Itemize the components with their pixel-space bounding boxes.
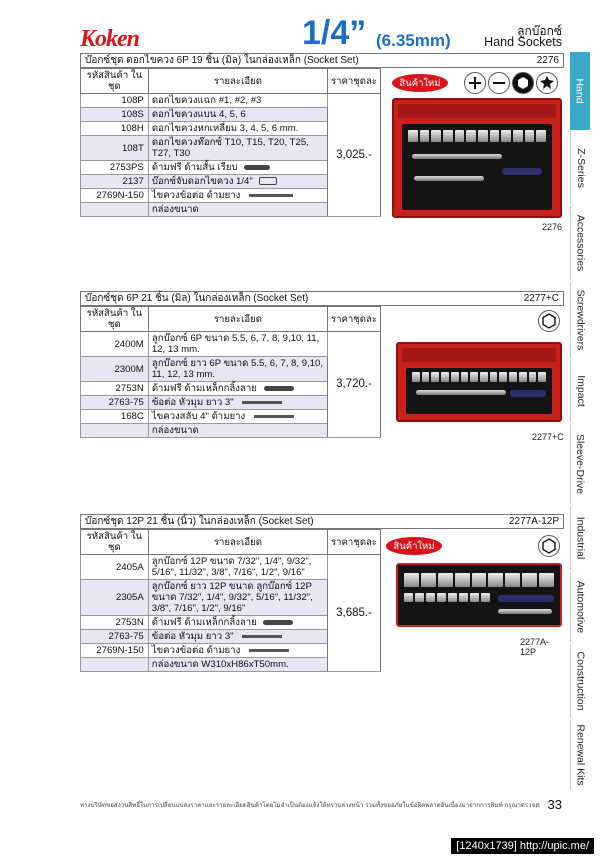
section-header: บ๊อกซ์ชุด ดอกไขควง 6P 19 ชิ้น (มิล) ในกล… <box>80 53 564 68</box>
product-photo-2277c <box>396 342 562 422</box>
set-code: 2276 <box>536 55 559 66</box>
table-row: 2753N ด้ามฟรี ด้ามเหล็กกลิ้งลาย <box>80 615 381 630</box>
header-desc: รายละเอียด <box>147 306 329 332</box>
torx-icon <box>536 72 558 94</box>
table-row: 2300M ลูกบ๊อกซ์ ยาว 6P ขนาด 5.5, 6, 7, 8… <box>80 356 381 382</box>
table-row: 2763-75 ข้อต่อ หัวมุม ยาว 3" <box>80 395 381 410</box>
tab-industrial[interactable]: Industrial <box>570 506 590 570</box>
new-product-badge: สินค้าใหม่ <box>392 74 448 92</box>
table-row: 2305A ลูกบ๊อกซ์ ยาว 12P ขนาด ลูกบ๊อกซ์ 1… <box>80 579 381 616</box>
header-price: ราคาชุดละ <box>327 68 381 94</box>
table-row: กล่องขนาด <box>80 423 381 438</box>
slotted-icon <box>488 72 510 94</box>
photo-caption: 2277A-12P <box>520 637 550 657</box>
ratchet-icon <box>244 164 271 170</box>
header-price: ราคาชุดละ <box>327 306 381 332</box>
set-price: 3,685.- <box>327 554 381 672</box>
hex-icon <box>512 72 534 94</box>
parts-table: รหัสสินค้า ในชุด รายละเอียด ราคาชุดละ 24… <box>80 529 381 672</box>
ratchet-icon <box>263 385 294 391</box>
table-row: 2753N ด้ามฟรี ด้ามเหล็กกลิ้งลาย <box>80 381 381 396</box>
six-point-icon <box>538 310 560 332</box>
drive-size-title: 1/4” <box>302 14 367 52</box>
table-row: กล่องขนาด <box>80 202 381 217</box>
product-section-2277c: บ๊อกซ์ชุด 6P 21 ชิ้น (มิล) ในกล่องเหล็ก … <box>80 291 564 456</box>
category-title-english: Hand Sockets <box>484 35 562 49</box>
disclaimer-note: ทางบริษัทขอสงวนสิทธิ์ในการเปลี่ยนแปลงราค… <box>80 802 540 809</box>
product-photo-2276 <box>392 98 562 218</box>
table-row: 2405A ลูกบ๊อกซ์ 12P ขนาด 7/32", 1/4", 9/… <box>80 554 381 672</box>
set-code: 2277A-12P <box>508 516 559 527</box>
table-row: 2137 บ๊อกซ์จับดอกไขควง 1/4" <box>80 174 381 189</box>
header-desc: รายละเอียด <box>147 68 329 94</box>
set-price: 3,025.- <box>327 93 381 217</box>
section-title: บ๊อกซ์ชุด 12P 21 ชิ้น (นิ้ว) ในกล่องเหล็… <box>85 516 314 527</box>
screwdriver-icon <box>253 414 294 418</box>
product-photo-2277a-12p <box>396 563 562 627</box>
header-price: ราคาชุดละ <box>327 529 381 555</box>
parts-table: รหัสสินค้า ในชุด รายละเอียด ราคาชุดละ 10… <box>80 68 381 217</box>
tab-automotive[interactable]: Automotive <box>570 572 590 642</box>
table-row: 2400M ลูกบ๊อกซ์ 6P ขนาด 5.5, 6, 7, 8, 9,… <box>80 331 381 438</box>
page-number: 33 <box>547 797 562 812</box>
table-row: 2763-75 ข้อต่อ หัวมุม ยาว 3" <box>80 629 381 644</box>
category-title-thai: ลูกบ๊อกซ์ <box>517 24 562 38</box>
screwdriver-icon <box>248 648 289 652</box>
tab-impact[interactable]: Impact <box>570 360 590 422</box>
ratchet-icon <box>263 619 294 625</box>
new-product-badge: สินค้าใหม่ <box>386 537 442 555</box>
tab-construction[interactable]: Construction <box>570 644 590 718</box>
image-credit: [1240x1739] http://upic.me/ <box>451 838 594 854</box>
section-title: บ๊อกซ์ชุด ดอกไขควง 6P 19 ชิ้น (มิล) ในกล… <box>85 55 359 66</box>
bit-holder-icon <box>259 177 278 186</box>
product-section-2276: บ๊อกซ์ชุด ดอกไขควง 6P 19 ชิ้น (มิล) ในกล… <box>80 53 564 233</box>
header-code: รหัสสินค้า ในชุด <box>80 529 149 555</box>
tab-renewal-kits[interactable]: Renewal Kits <box>570 720 590 790</box>
section-header: บ๊อกซ์ชุด 12P 21 ชิ้น (นิ้ว) ในกล่องเหล็… <box>80 514 564 529</box>
screwdriver-icon <box>249 193 293 197</box>
section-title: บ๊อกซ์ชุด 6P 21 ชิ้น (มิล) ในกล่องเหล็ก … <box>85 293 309 304</box>
brand-logo: Koken <box>80 26 140 52</box>
set-price: 3,720.- <box>327 331 381 438</box>
parts-table: รหัสสินค้า ในชุด รายละเอียด ราคาชุดละ 24… <box>80 306 381 438</box>
tab-sleeve-drive[interactable]: Sleeve-Drive <box>570 424 590 504</box>
table-row: 108H ดอกไขควงหกเหลี่ยม 3, 4, 5, 6 mm. <box>80 121 381 136</box>
tab-hand[interactable]: Hand <box>570 52 590 130</box>
photo-caption: 2277+C <box>532 432 564 442</box>
table-row: 168C ไขควงสลับ 4" ด้ามยาง <box>80 409 381 424</box>
photo-caption: 2276 <box>542 222 563 232</box>
table-row: 2769N-150 ไขควงข้อต่อ ด้ามยาง <box>80 643 381 658</box>
extension-bar-icon <box>242 400 283 404</box>
extension-bar-icon <box>242 634 283 638</box>
tab-screwdrivers[interactable]: Screwdrivers <box>570 282 590 358</box>
table-row: 108T ดอกไขควงท๊อกซ์ T10, T15, T20, T25, … <box>80 135 381 161</box>
table-row: 2753PS ด้ามฟรี ด้ามสั้น เรียบ <box>80 160 381 175</box>
section-header: บ๊อกซ์ชุด 6P 21 ชิ้น (มิล) ในกล่องเหล็ก … <box>80 291 564 306</box>
header-desc: รายละเอียด <box>147 529 329 555</box>
table-row: 108P ดอกไขควงแฉก #1, #2, #3 3,025.- <box>80 93 381 217</box>
set-code: 2277+C <box>523 293 559 304</box>
drive-size-mm: (6.35mm) <box>376 31 451 50</box>
table-row: กล่องขนาด W310xH86xT50mm. <box>80 657 381 672</box>
tab-z-series[interactable]: Z-Series <box>570 132 590 204</box>
tab-accessories[interactable]: Accessories <box>570 206 590 280</box>
product-section-2277a-12p: บ๊อกซ์ชุด 12P 21 ชิ้น (นิ้ว) ในกล่องเหล็… <box>80 514 564 719</box>
twelve-point-icon <box>538 535 560 557</box>
header-code: รหัสสินค้า ในชุด <box>80 306 149 332</box>
header-code: รหัสสินค้า ในชุด <box>80 68 149 94</box>
phillips-icon <box>464 72 486 94</box>
